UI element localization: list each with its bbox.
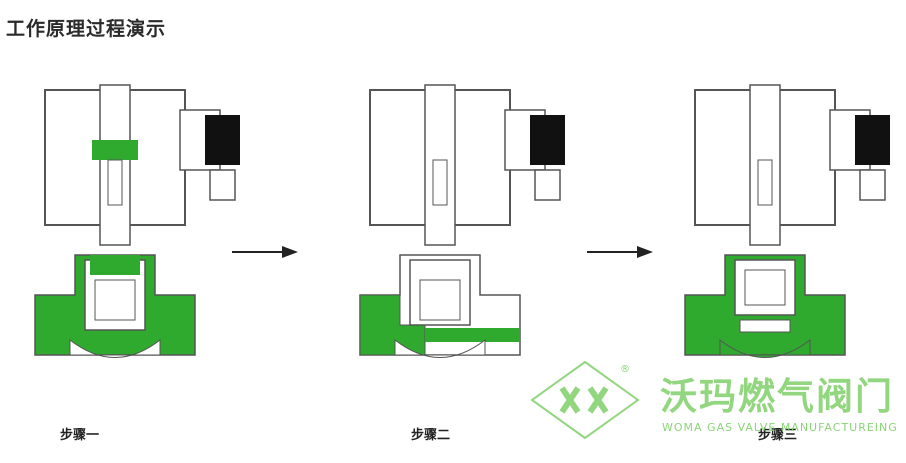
watermark-registered-mark: ® <box>620 364 630 375</box>
arrow-step-2-to-3 <box>585 243 655 265</box>
step-label-3: 步骤三 <box>758 428 798 443</box>
watermark-brand-cn: 沃玛燃气阀门 <box>660 375 894 418</box>
arrow-step-1-to-2 <box>230 243 300 265</box>
valve-diagram-step-2 <box>355 80 565 380</box>
valve-diagram-step-1 <box>30 80 240 380</box>
valve-diagram-step-3 <box>680 80 890 380</box>
page-title: 工作原理过程演示 <box>6 18 167 40</box>
step-label-1: 步骤一 <box>60 428 100 443</box>
step-label-2: 步骤二 <box>411 428 451 443</box>
watermark-logo-icon <box>530 360 640 444</box>
watermark-brand-en: WOMA GAS VALVE MANUFACTUREING <box>662 421 898 434</box>
